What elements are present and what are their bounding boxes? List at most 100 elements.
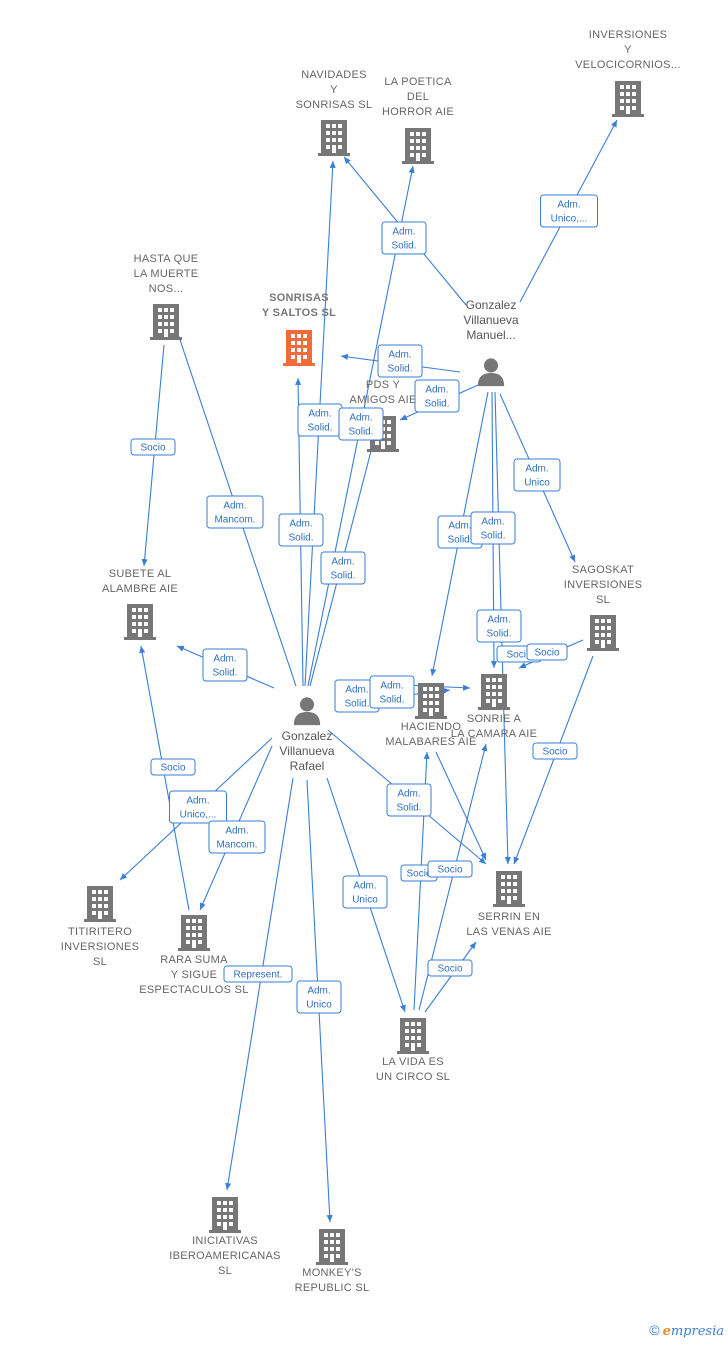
copyright-icon: © — [649, 1322, 660, 1338]
relation-tag-box — [381, 221, 427, 255]
relation-tag-text: Adm. — [481, 517, 504, 528]
node-label-line: AMIGOS AIE — [349, 394, 416, 406]
relation-tag-box — [414, 379, 460, 413]
building-icon — [124, 604, 156, 640]
relation-tag-text: Solid. — [348, 427, 373, 438]
relation-tag[interactable]: Adm.Solid. — [476, 609, 522, 643]
relation-tag[interactable]: Socio — [427, 860, 473, 878]
relation-tag[interactable]: Socio — [130, 438, 176, 456]
relation-tag[interactable]: Adm.Unico — [342, 875, 388, 909]
node-label-line: INVERSIONES — [61, 941, 140, 953]
node-label-line: Villanueva — [279, 744, 334, 758]
building-icon — [478, 674, 510, 710]
relation-tag-text: Adm. — [345, 685, 368, 696]
relation-tag[interactable]: Adm.Unico,... — [169, 790, 227, 824]
relation-tag-box — [130, 438, 176, 456]
relation-tag-text: Solid. — [288, 533, 313, 544]
brand-logo-text: mpresia — [670, 1324, 724, 1339]
node-label-line: HORROR AIE — [382, 106, 454, 118]
relation-tag[interactable]: Adm.Solid. — [278, 513, 324, 547]
relation-tag-text: Solid. — [391, 241, 416, 252]
relation-tag-box — [513, 458, 561, 492]
node-label-line: SERRIN EN — [478, 911, 541, 923]
relation-tag-box — [169, 790, 227, 824]
edge-rarasuma-to-subete — [139, 645, 190, 911]
building-icon — [493, 871, 525, 907]
relation-tag[interactable]: Adm.Solid. — [320, 551, 366, 585]
brand-footer[interactable]: ©empresia — [649, 1322, 724, 1339]
relation-tag[interactable]: Adm.Solid. — [202, 648, 248, 682]
relation-tag-text: Solid. — [480, 531, 505, 542]
relation-tag-text: Unico,... — [551, 214, 588, 225]
relation-tag-text: Adm. — [388, 350, 411, 361]
node-label-line: INVERSIONES — [589, 29, 668, 41]
person-icon — [477, 358, 505, 387]
relation-tag-box — [377, 344, 423, 378]
relation-tag[interactable]: Adm. Solid. — [470, 511, 516, 545]
relation-tag-text: Adm. — [307, 986, 330, 997]
node-sonrie[interactable]: SONRIE ALA CAMARA AIE — [451, 674, 537, 740]
relation-tag-text: Adm. — [349, 413, 372, 424]
relation-tag-text: Represent. — [234, 970, 283, 981]
relation-tag-box — [476, 609, 522, 643]
node-label-line: SONRISAS — [269, 292, 329, 304]
relation-tag[interactable]: Adm.Solid. — [369, 675, 415, 709]
edge-sagoskat-to-serrin — [513, 655, 594, 865]
relation-tag-text: Mancom. — [214, 515, 255, 526]
relation-tag[interactable]: Adm.Solid. — [377, 344, 423, 378]
relation-tag[interactable]: Adm.Solid. — [386, 783, 432, 817]
relation-tag[interactable]: Adm.Mancom. — [208, 820, 266, 854]
relation-tag[interactable]: Represent. — [223, 965, 293, 983]
relation-tag-text: Solid. — [212, 668, 237, 679]
relation-tag[interactable]: Adm.Unico — [513, 458, 561, 492]
relation-tag-text: Socio — [506, 650, 531, 661]
relation-tag[interactable]: Adm.Solid. — [297, 403, 343, 437]
relation-tag[interactable]: Adm.Mancom. — [206, 495, 264, 529]
building-icon — [402, 128, 434, 164]
node-manuel[interactable]: GonzalezVillanuevaManuel... — [463, 298, 519, 387]
relation-tag[interactable]: Adm. Solid. — [381, 221, 427, 255]
edge-haciendo-to-serrin — [435, 751, 487, 861]
main-company-building-icon — [283, 330, 315, 366]
relation-tag[interactable]: Adm.Unico — [296, 980, 342, 1014]
relation-tag-text: Solid. — [307, 423, 332, 434]
node-velocicornios[interactable]: INVERSIONESYVELOCICORNIOS... — [575, 29, 681, 117]
relation-tag[interactable]: Socio — [526, 643, 568, 661]
relation-tag[interactable]: Adm.Solid. — [334, 679, 380, 713]
node-label-line: DEL — [407, 91, 429, 103]
building-icon — [84, 886, 116, 922]
node-label-line: ALAMBRE AIE — [102, 583, 178, 595]
relation-tag-text: Adm. — [448, 521, 471, 532]
relation-tag-text: Unico — [524, 478, 550, 489]
relation-tag[interactable]: Socio — [427, 959, 473, 977]
relation-tag-text: Mancom. — [216, 840, 257, 851]
relation-tag[interactable]: Socio — [532, 742, 578, 760]
relation-tag[interactable]: Socio — [150, 758, 196, 776]
relation-tag[interactable]: Adm.Solid. — [414, 379, 460, 413]
relation-tag[interactable]: Adm. Solid. — [338, 407, 384, 441]
relation-tag-text: Unico — [352, 895, 378, 906]
person-icon — [293, 697, 321, 726]
relation-tag[interactable]: Adm.Unico,... — [540, 194, 598, 228]
node-label-line: LA VIDA ES — [382, 1056, 444, 1068]
building-icon — [415, 683, 447, 719]
relation-tag-box — [386, 783, 432, 817]
node-label-line: NOS... — [149, 283, 184, 295]
relation-tag-text: Adm. — [392, 227, 415, 238]
node-label-line: REPUBLIC SL — [295, 1282, 370, 1294]
